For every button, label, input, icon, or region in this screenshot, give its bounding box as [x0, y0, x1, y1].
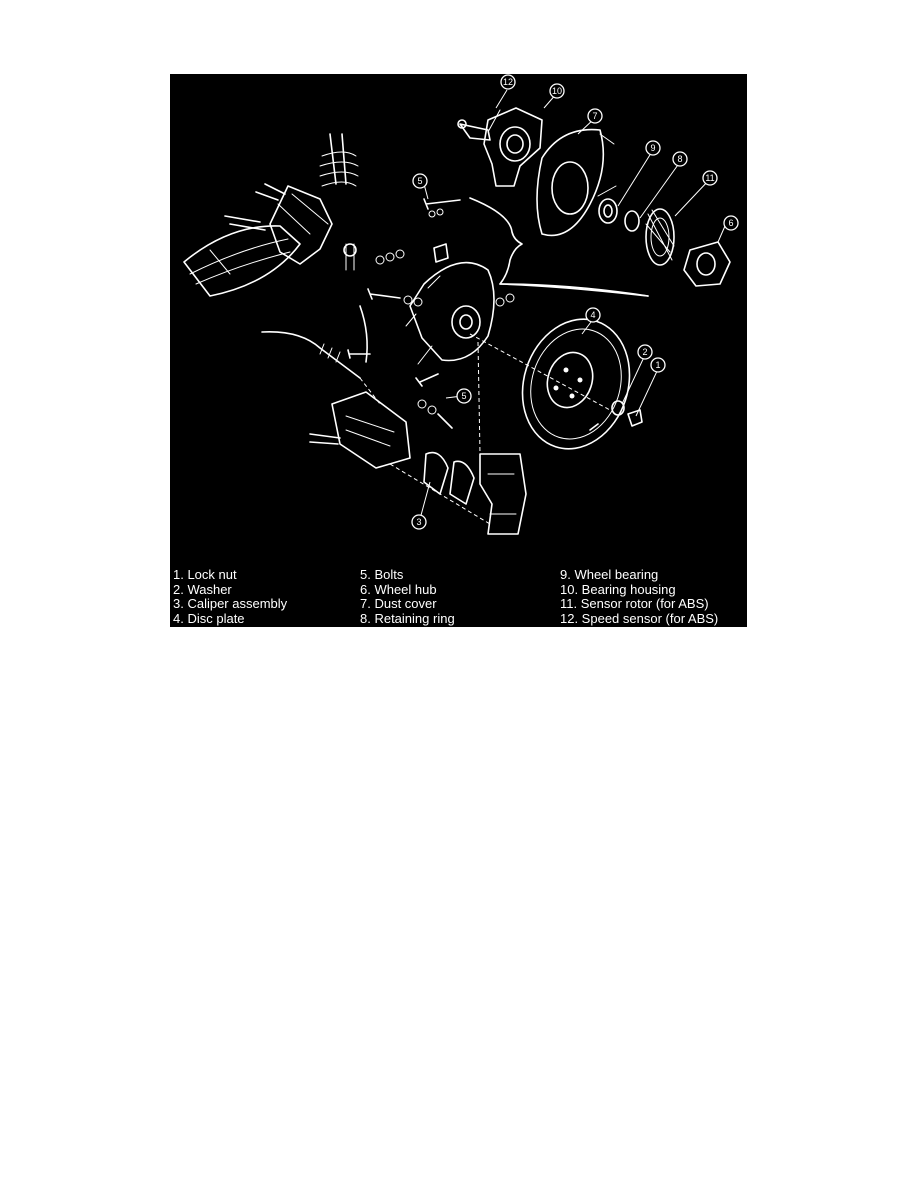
- brake-assembly-drawing: 1 2 3 4 5 5 6 7 8 9 10 11 12: [183, 74, 739, 535]
- exploded-view-figure: 1 2 3 4 5 5 6 7 8 9 10 11 12 1. Lock nut…: [170, 74, 747, 627]
- callout-2: 2: [637, 344, 653, 360]
- legend-column-2: 5. Bolts 6. Wheel hub 7. Dust cover 8. R…: [360, 567, 455, 626]
- svg-text:4: 4: [590, 310, 595, 320]
- svg-text:11: 11: [705, 173, 714, 183]
- legend-item: 5. Bolts: [360, 567, 404, 582]
- callout-9: 9: [645, 140, 661, 156]
- grouping-bracket: [469, 197, 649, 297]
- legend-item: 6. Wheel hub: [360, 581, 437, 597]
- disc-plate: [469, 318, 631, 455]
- legend-item: 8. Retaining ring: [360, 610, 455, 626]
- bearing-housing: [483, 107, 543, 187]
- legend-item: 12. Speed sensor (for ABS): [560, 610, 719, 626]
- knuckle-backing-plate: [405, 243, 495, 365]
- svg-text:5: 5: [461, 391, 466, 401]
- callout-6: 6: [723, 215, 739, 231]
- legend-item: 4. Disc plate: [173, 610, 245, 626]
- callout-11: 11: [702, 170, 718, 186]
- legend-column-1: 1. Lock nut 2. Washer 3. Caliper assembl…: [173, 567, 288, 626]
- svg-text:10: 10: [552, 86, 562, 96]
- svg-text:3: 3: [416, 517, 421, 527]
- callout-12: 12: [500, 74, 516, 90]
- legend-item: 2. Washer: [173, 581, 232, 597]
- speed-sensor: [457, 109, 501, 141]
- callout-4: 4: [585, 307, 601, 323]
- legend-item: 9. Wheel bearing: [560, 567, 659, 582]
- hub-bearing-group: [597, 185, 731, 287]
- svg-text:6: 6: [728, 218, 733, 228]
- callout-5-upper: 5: [412, 173, 428, 189]
- legend-item: 3. Caliper assembly: [173, 596, 288, 612]
- svg-text:12: 12: [503, 77, 513, 87]
- legend-item: 7. Dust cover: [360, 596, 437, 612]
- callout-3: 3: [411, 514, 427, 530]
- callout-5-lower: 5: [456, 388, 472, 404]
- svg-text:1: 1: [655, 360, 660, 370]
- svg-text:8: 8: [677, 154, 682, 164]
- legend-item: 1. Lock nut: [173, 567, 237, 582]
- legend-item: 11. Sensor rotor (for ABS): [560, 596, 709, 612]
- washer-locknut: [589, 400, 643, 431]
- callout-10: 10: [549, 83, 565, 99]
- legend-column-3: 9. Wheel bearing 10. Bearing housing 11.…: [560, 567, 719, 626]
- legend-item: 10. Bearing housing: [560, 581, 676, 597]
- callout-7: 7: [587, 108, 603, 124]
- parking-brake-cable: [261, 305, 381, 405]
- fasteners-left: [347, 198, 515, 429]
- svg-text:5: 5: [417, 176, 422, 186]
- control-arm: [183, 215, 301, 297]
- caliper-assembly: [309, 391, 527, 535]
- dust-cover: [536, 128, 615, 237]
- svg-text:7: 7: [592, 111, 597, 121]
- svg-text:2: 2: [642, 347, 647, 357]
- suspension-strut: [255, 133, 359, 271]
- svg-text:9: 9: [650, 143, 655, 153]
- callout-1: 1: [650, 357, 666, 373]
- callout-8: 8: [672, 151, 688, 167]
